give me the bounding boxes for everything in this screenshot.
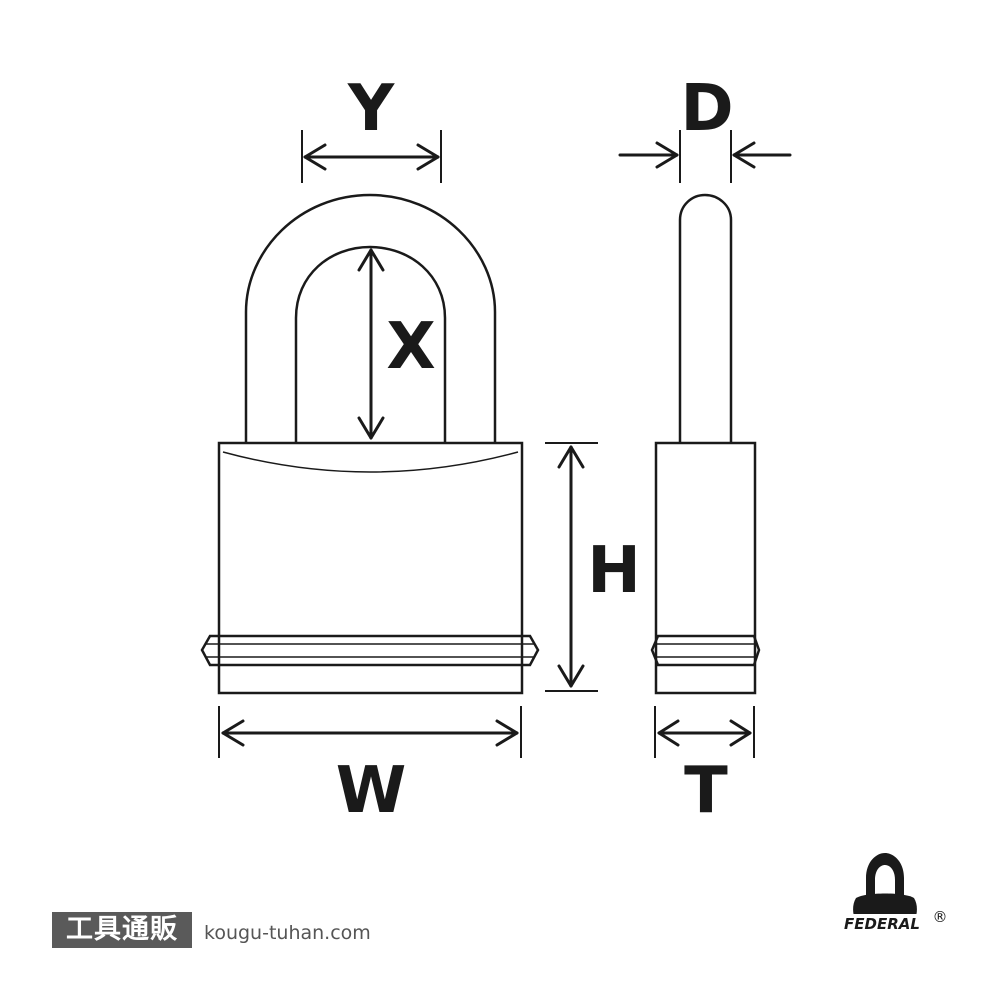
logo-text: FEDERAL <box>844 915 920 933</box>
side-bumper-band <box>650 634 761 667</box>
side-shackle <box>678 193 733 443</box>
shop-name-badge: 工具通販 <box>52 912 192 948</box>
w-arrowhead-left <box>221 719 245 747</box>
front-body-top-curve <box>222 451 519 473</box>
w-arrowhead-right <box>495 719 519 747</box>
dimension-d: D <box>618 72 792 183</box>
federal-logo: FEDERAL ® <box>828 853 948 933</box>
front-shackle <box>244 193 497 443</box>
t-arrowhead-left <box>657 719 680 747</box>
dimension-w: W <box>218 706 522 828</box>
d-arrowhead-left <box>655 141 679 169</box>
d-arrowhead-right <box>732 141 756 169</box>
x-arrowhead-top <box>357 248 385 272</box>
h-label: H <box>587 534 641 608</box>
w-label: W <box>336 754 407 828</box>
logo-shackle-icon <box>866 853 904 900</box>
front-view <box>200 193 540 695</box>
dimension-y: Y <box>301 72 442 183</box>
dimension-t: T <box>654 706 755 828</box>
dimension-x: X <box>357 248 436 440</box>
h-arrowhead-bottom <box>557 664 585 688</box>
front-shackle-inner <box>294 245 447 443</box>
side-lock-body <box>654 441 757 695</box>
side-view <box>650 193 761 695</box>
x-label: X <box>386 310 435 384</box>
h-arrowhead-top <box>557 445 585 469</box>
d-label: D <box>680 72 733 146</box>
y-label: Y <box>347 72 395 146</box>
shop-url: kougu-tuhan.com <box>204 922 371 944</box>
dimension-h: H <box>545 442 641 692</box>
front-lock-body <box>217 441 524 695</box>
y-arrowhead-left <box>303 143 327 171</box>
x-arrowhead-bottom <box>357 416 385 440</box>
t-arrowhead-right <box>729 719 752 747</box>
logo-registered-mark: ® <box>933 908 948 926</box>
logo-text-band <box>828 914 934 931</box>
t-label: T <box>684 754 728 828</box>
y-arrowhead-right <box>416 143 440 171</box>
front-bumper-band <box>200 634 540 667</box>
